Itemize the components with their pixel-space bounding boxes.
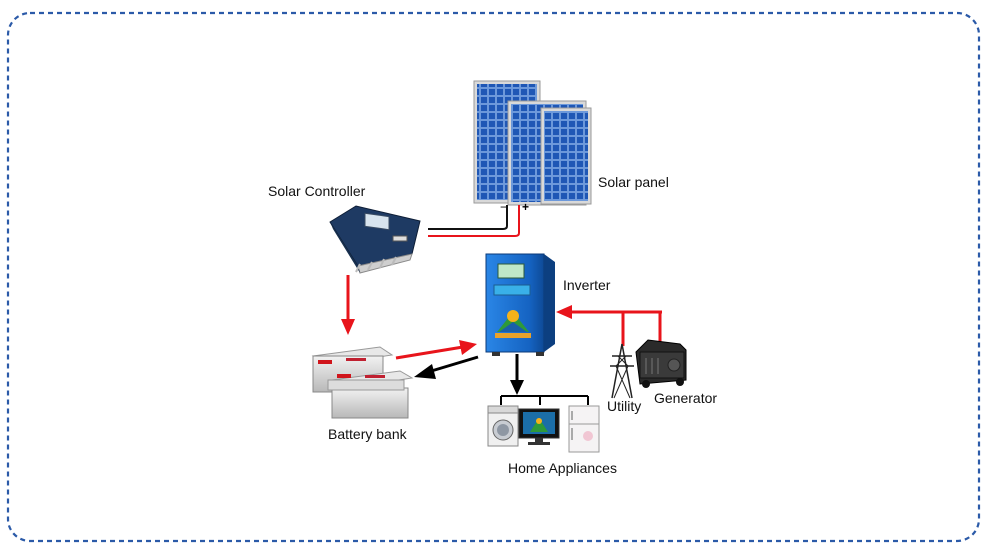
arrow-controller-to-battery: [341, 275, 355, 335]
solar-controller-image: [329, 205, 421, 274]
panel-negative-terminal: −: [500, 200, 507, 214]
wire-positive: [428, 205, 520, 237]
battery-bank-image: [311, 346, 414, 419]
solar-panel-image: [473, 80, 592, 206]
appliance-bus: [500, 395, 589, 405]
battery-bank-label: Battery bank: [328, 426, 407, 442]
arrow-inverter-to-appliances: [510, 354, 524, 395]
solar-controller-label: Solar Controller: [268, 183, 366, 199]
solar-panel-label: Solar panel: [598, 174, 669, 190]
refrigerator-icon: [568, 405, 600, 453]
arrow-inverter-to-battery: [414, 355, 479, 379]
arrow-utility-generator-to-inverter: [556, 305, 662, 346]
arrow-battery-to-inverter: [395, 340, 477, 360]
dashed-frame: [6, 11, 981, 543]
generator-label: Generator: [654, 390, 718, 406]
utility-tower-icon: [610, 343, 634, 399]
wire-negative: [428, 205, 508, 230]
tv-icon: [518, 408, 560, 445]
washing-machine-icon: [487, 405, 519, 447]
inverter-image: [485, 253, 555, 356]
inverter-label: Inverter: [563, 277, 611, 293]
generator-icon: [635, 339, 687, 388]
home-appliances-label: Home Appliances: [508, 460, 617, 476]
panel-positive-terminal: +: [522, 200, 529, 214]
utility-label: Utility: [607, 398, 642, 414]
